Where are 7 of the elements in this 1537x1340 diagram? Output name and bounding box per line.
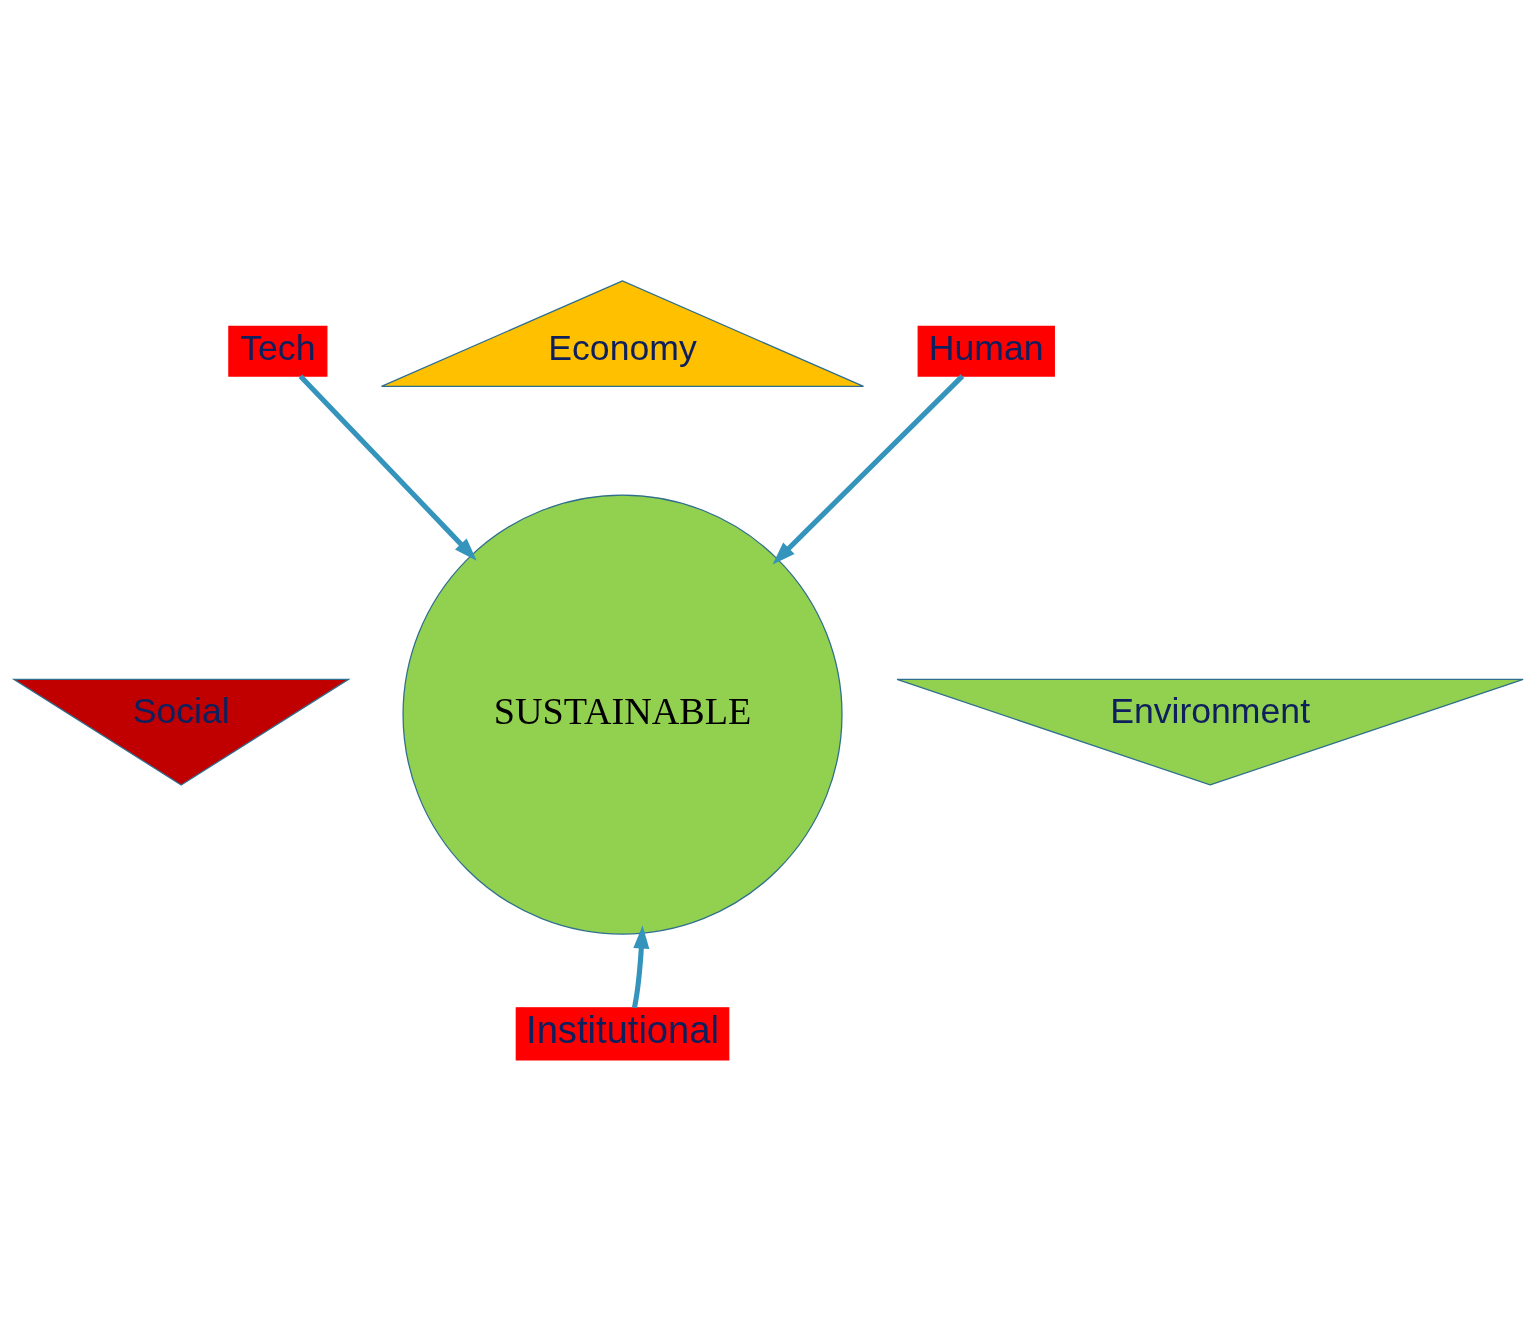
arrow: [772, 373, 965, 564]
node-circle: SUSTAINABLE: [402, 493, 843, 935]
arrow: [632, 925, 650, 1008]
node-box: Human: [917, 325, 1055, 377]
node-box: Institutional: [515, 1006, 730, 1061]
arrow: [298, 373, 477, 561]
node-box: Tech: [228, 325, 328, 377]
